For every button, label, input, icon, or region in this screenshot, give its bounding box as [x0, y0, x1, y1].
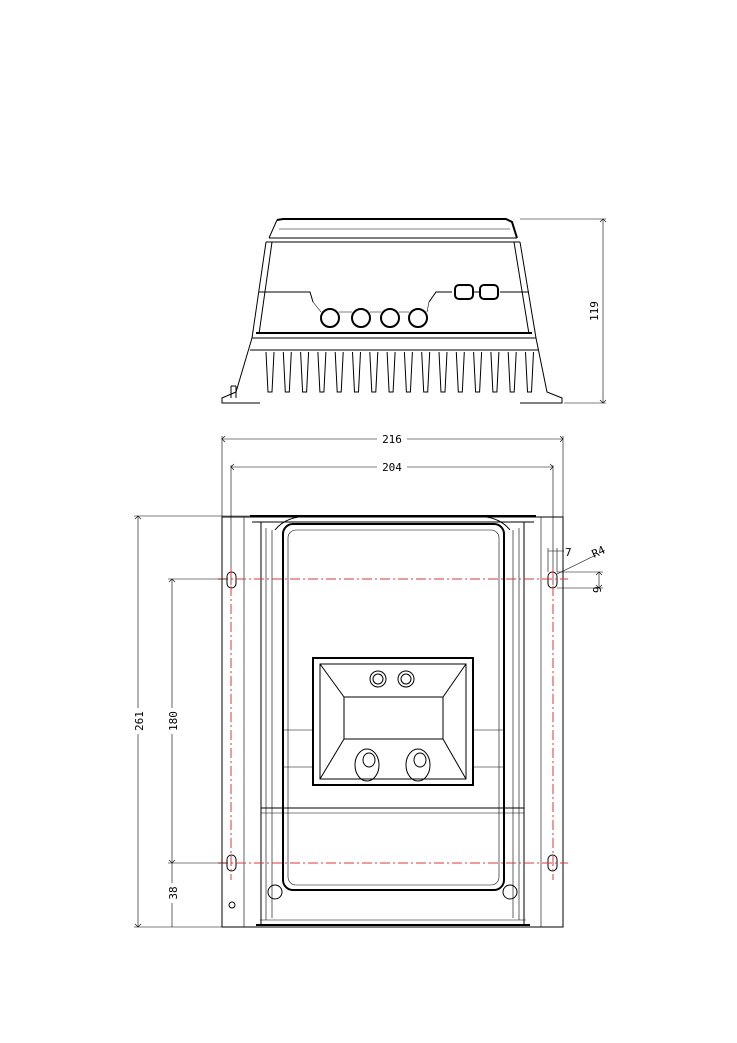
top-view: 216 204 [131, 432, 608, 927]
fin [422, 352, 430, 392]
dim-bottom-offset-38: 38 [167, 886, 180, 899]
dim-slot-width-7: 7 [565, 546, 572, 559]
fin [439, 352, 447, 392]
side-view: 119 [222, 219, 606, 403]
fin [456, 352, 464, 392]
fin [266, 352, 274, 392]
fin [301, 352, 309, 392]
fin [508, 352, 516, 392]
fin [474, 352, 482, 392]
fin [404, 352, 412, 392]
fin [387, 352, 395, 392]
fin [370, 352, 378, 392]
dim-hole-spacing-204: 204 [382, 461, 402, 474]
dim-overall-width-216: 216 [382, 433, 402, 446]
dim-overall-length-261: 261 [133, 711, 146, 731]
fin [353, 352, 361, 392]
dim-slot-length-9: 9 [591, 586, 604, 593]
fin [335, 352, 343, 392]
fin [526, 352, 534, 392]
fin [318, 352, 326, 392]
dim-hole-spacing-180: 180 [167, 711, 180, 731]
dim-height-119: 119 [588, 301, 601, 321]
heat-sink-fins [266, 352, 534, 392]
dim-slot-radius-R4: R4 [590, 543, 608, 561]
fin [283, 352, 291, 392]
fin [491, 352, 499, 392]
